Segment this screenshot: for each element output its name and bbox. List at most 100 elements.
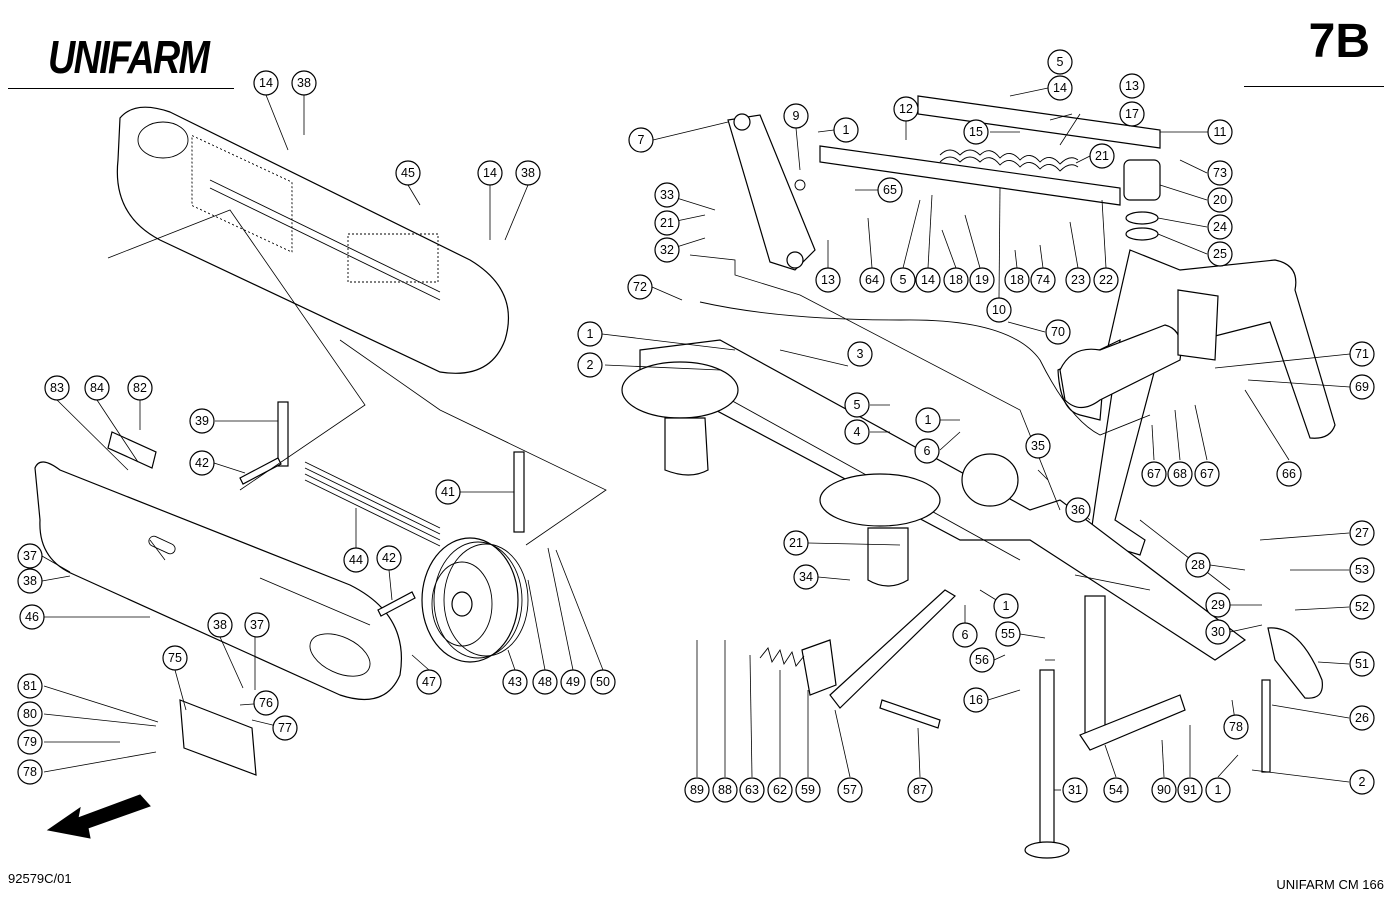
callout-21-a: 21 xyxy=(1089,143,1115,169)
cable-70 xyxy=(699,301,1151,436)
callout-22: 22 xyxy=(1093,267,1119,293)
callout-label: 53 xyxy=(1355,563,1369,577)
callout-6-a: 6 xyxy=(914,438,940,464)
callout-label: 14 xyxy=(259,76,273,90)
callout-label: 28 xyxy=(1191,558,1205,572)
stud-42-lower xyxy=(377,591,416,617)
callout-38-c: 38 xyxy=(17,568,43,594)
plate-10 xyxy=(819,145,1121,206)
callout-label: 6 xyxy=(962,628,969,642)
callout-75: 75 xyxy=(162,645,188,671)
callout-1-d: 1 xyxy=(993,593,1019,619)
callout-77: 77 xyxy=(272,715,298,741)
callout-label: 23 xyxy=(1071,273,1085,287)
callout-label: 43 xyxy=(508,675,522,689)
callout-label: 6 xyxy=(924,444,931,458)
model-label: UNIFARM CM 166 xyxy=(1276,877,1384,892)
callout-label: 45 xyxy=(401,166,415,180)
callout-4: 4 xyxy=(844,419,870,445)
callout-label: 38 xyxy=(297,76,311,90)
callout-label: 81 xyxy=(23,679,37,693)
callout-label: 62 xyxy=(773,783,787,797)
callout-label: 63 xyxy=(745,783,759,797)
callout-65: 65 xyxy=(877,177,903,203)
callout-59: 59 xyxy=(795,777,821,803)
callout-label: 51 xyxy=(1355,657,1369,671)
callout-label: 18 xyxy=(949,273,963,287)
lower-belt-cover xyxy=(34,461,402,701)
callout-5-a: 5 xyxy=(1047,49,1073,75)
callout-14-b: 14 xyxy=(477,160,503,186)
page-code: 7B xyxy=(1308,15,1370,68)
callout-57: 57 xyxy=(837,777,863,803)
callout-label: 22 xyxy=(1099,273,1113,287)
callout-label: 27 xyxy=(1355,526,1369,540)
callout-label: 71 xyxy=(1355,347,1369,361)
callout-14-a: 14 xyxy=(253,70,279,96)
callout-label: 59 xyxy=(801,783,815,797)
callout-label: 14 xyxy=(921,273,935,287)
callout-label: 11 xyxy=(1214,125,1227,139)
callout-41: 41 xyxy=(435,479,461,505)
callout-78-b: 78 xyxy=(1223,714,1249,740)
callout-label: 47 xyxy=(422,675,436,689)
callout-label: 41 xyxy=(441,485,455,499)
callout-label: 9 xyxy=(793,109,800,123)
callout-label: 55 xyxy=(1001,627,1015,641)
callout-1-b: 1 xyxy=(577,321,603,347)
crank-51 xyxy=(1267,627,1323,699)
callout-label: 77 xyxy=(278,721,292,735)
callout-62: 62 xyxy=(767,777,793,803)
callout-48: 48 xyxy=(532,669,558,695)
callout-47: 47 xyxy=(416,669,442,695)
callout-51: 51 xyxy=(1349,651,1375,677)
callout-label: 15 xyxy=(969,125,983,139)
callout-label: 39 xyxy=(195,414,209,428)
callout-20: 20 xyxy=(1207,187,1233,213)
callout-76: 76 xyxy=(253,690,279,716)
callout-label: 1 xyxy=(843,123,850,137)
callout-37-a: 37 xyxy=(17,543,43,569)
callout-34: 34 xyxy=(793,564,819,590)
callout-1-a: 1 xyxy=(833,117,859,143)
pulley xyxy=(421,537,529,663)
callout-label: 13 xyxy=(821,273,835,287)
callout-label: 66 xyxy=(1282,467,1296,481)
callout-87: 87 xyxy=(907,777,933,803)
callout-label: 14 xyxy=(483,166,497,180)
callout-2-a: 2 xyxy=(577,352,603,378)
callout-label: 76 xyxy=(259,696,273,710)
callout-42-a: 42 xyxy=(189,450,215,476)
plate-77 xyxy=(179,699,257,776)
callout-38-a: 38 xyxy=(291,70,317,96)
callout-71: 71 xyxy=(1349,341,1375,367)
callout-24: 24 xyxy=(1207,214,1233,240)
callout-label: 52 xyxy=(1355,600,1369,614)
callout-label: 44 xyxy=(349,553,363,567)
callout-43: 43 xyxy=(502,669,528,695)
callout-label: 91 xyxy=(1183,783,1197,797)
callout-label: 50 xyxy=(596,675,610,689)
callout-label: 5 xyxy=(1057,55,1064,69)
callout-39: 39 xyxy=(189,408,215,434)
callout-label: 7 xyxy=(638,133,645,147)
callout-88: 88 xyxy=(712,777,738,803)
callout-label: 78 xyxy=(23,765,37,779)
callout-5-c: 5 xyxy=(844,392,870,418)
callout-label: 73 xyxy=(1213,166,1227,180)
callout-label: 88 xyxy=(718,783,732,797)
callout-label: 70 xyxy=(1051,325,1065,339)
callout-68: 68 xyxy=(1167,461,1193,487)
callout-label: 74 xyxy=(1036,273,1050,287)
callout-10: 10 xyxy=(986,297,1012,323)
callout-label: 75 xyxy=(168,651,182,665)
support-leg xyxy=(1079,595,1186,751)
brand-logo: UNIFARM xyxy=(48,31,210,83)
callout-14-d: 14 xyxy=(915,267,941,293)
callout-45: 45 xyxy=(395,160,421,186)
callout-18-a: 18 xyxy=(943,267,969,293)
callout-14-c: 14 xyxy=(1047,75,1073,101)
callout-label: 38 xyxy=(213,618,227,632)
callout-28: 28 xyxy=(1185,552,1211,578)
callout-label: 42 xyxy=(382,551,396,565)
